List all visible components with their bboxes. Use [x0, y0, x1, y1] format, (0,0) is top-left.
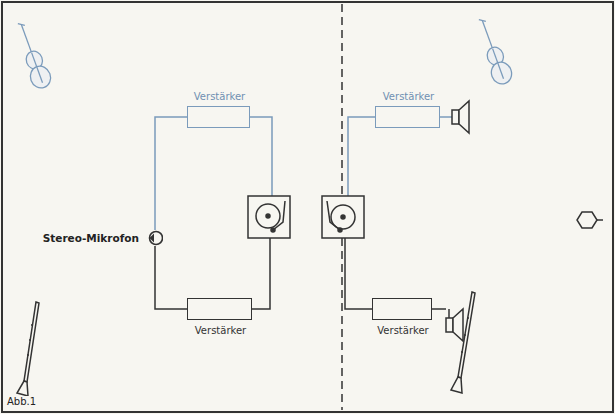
amplifier-box: Verstärker	[187, 298, 252, 320]
amplifier-box: Verstärker	[187, 106, 250, 128]
amplifier-box: Verstärker	[372, 298, 432, 320]
wires	[250, 117, 452, 309]
clarinet	[17, 302, 39, 396]
microphone-symbol: Stereo-Mikrofon	[147, 230, 163, 246]
amplifier-label: Verstärker	[194, 91, 245, 103]
clarinet	[451, 292, 475, 393]
signal-wire	[155, 117, 187, 230]
loudspeaker	[452, 101, 469, 133]
turntable	[322, 196, 364, 238]
wire-line	[155, 117, 187, 230]
turntable	[248, 196, 290, 238]
violin	[472, 15, 514, 87]
loudspeaker	[446, 309, 463, 341]
amplifier-label: Verstärker	[383, 91, 434, 103]
amplifier-label: Verstärker	[377, 325, 428, 337]
violin	[11, 19, 53, 91]
amplifier-label: Verstärker	[195, 325, 246, 337]
listener-head	[577, 212, 603, 228]
microphone-icon	[147, 230, 163, 246]
amplifier-box: Verstärker	[375, 106, 440, 128]
microphone-label: Stereo-Mikrofon	[43, 232, 139, 244]
wire-line	[155, 246, 187, 309]
figure-number: Abb.1	[6, 396, 37, 407]
signal-wire	[155, 246, 187, 309]
